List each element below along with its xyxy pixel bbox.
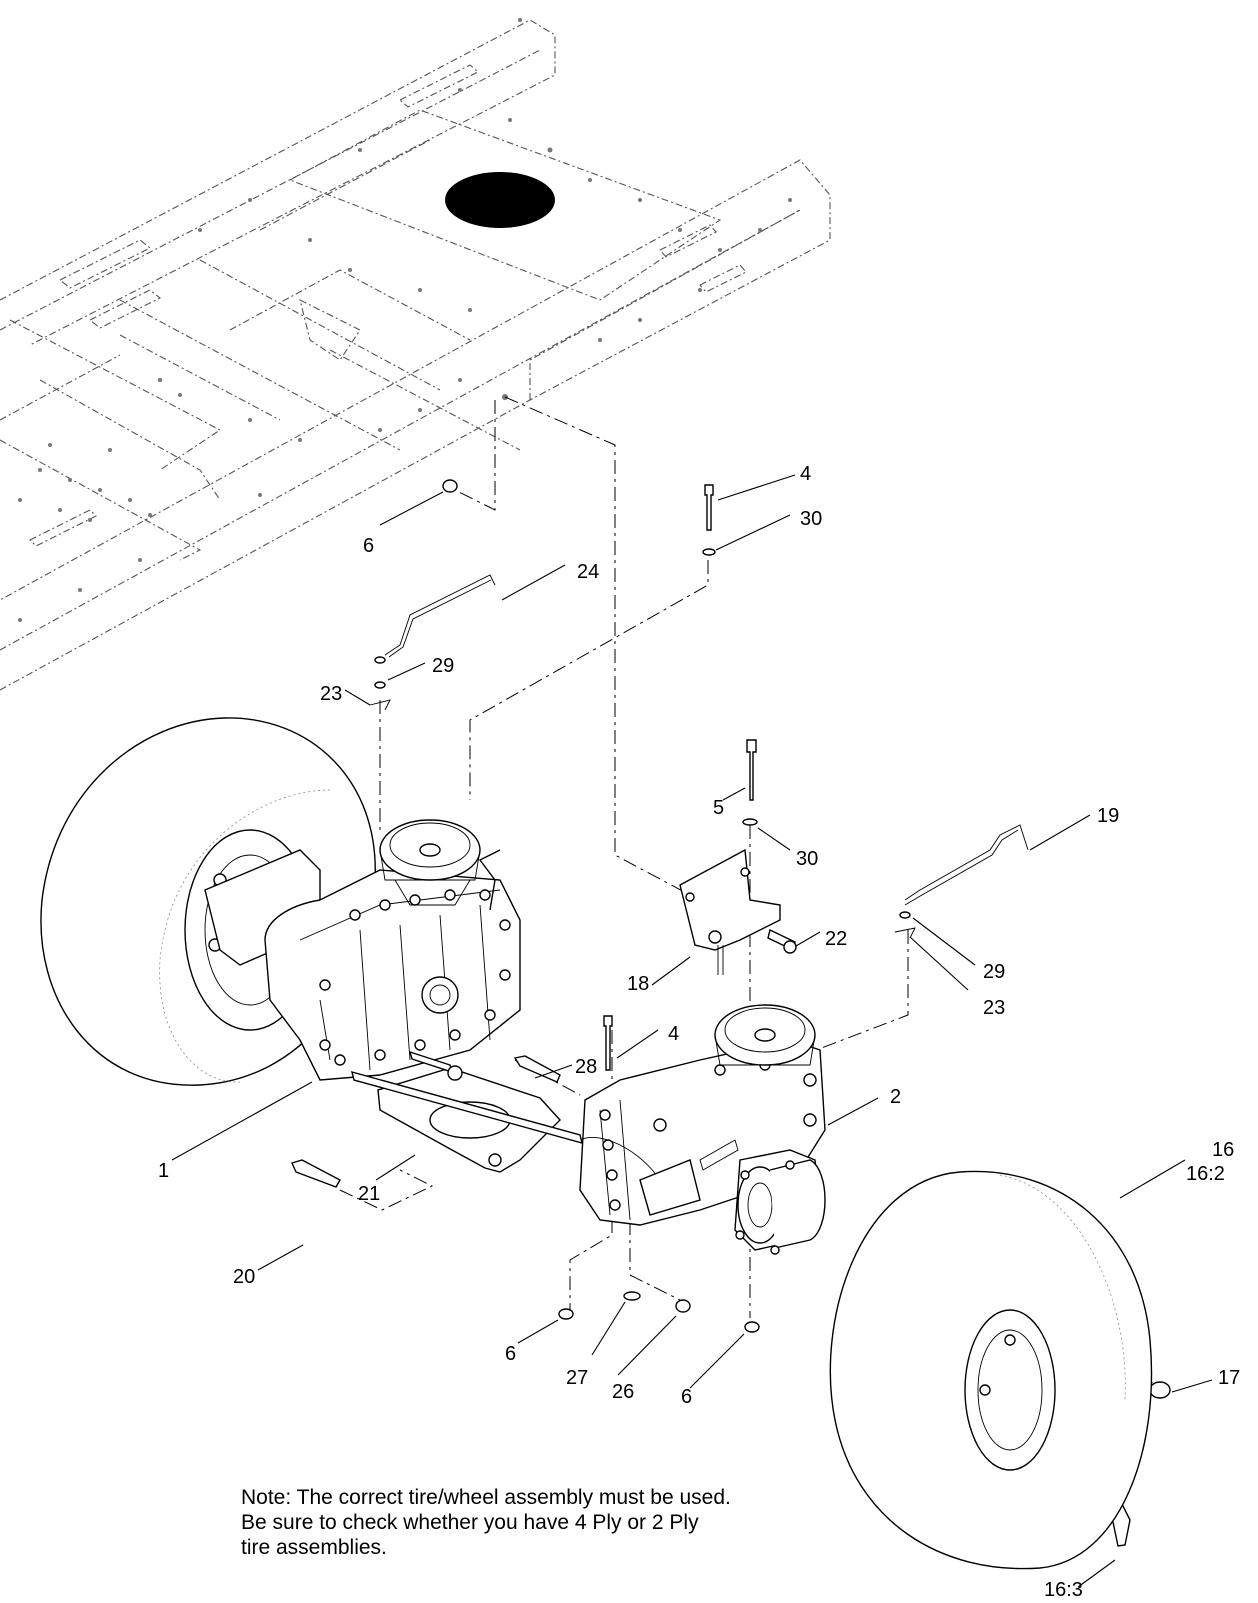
- note-line-3: tire assemblies.: [241, 1536, 387, 1559]
- callout-1: 1: [158, 1160, 169, 1182]
- callout-24: 24: [577, 561, 599, 583]
- callout-6-top: 6: [363, 535, 374, 557]
- callout-4-top: 4: [800, 463, 811, 485]
- callout-17: 17: [1218, 1367, 1240, 1389]
- callout-6-left: 6: [505, 1343, 516, 1365]
- callout-16-3: 16:3: [1044, 1579, 1083, 1601]
- mower-frame-phantom: [0, 18, 831, 691]
- callout-20: 20: [233, 1266, 255, 1288]
- pivot-bracket: [351, 1050, 583, 1173]
- center-mount-bracket: [679, 848, 781, 975]
- callout-30-top: 30: [800, 508, 822, 530]
- callout-16: 16: [1212, 1139, 1234, 1161]
- callout-22: 22: [825, 928, 847, 950]
- callout-21: 21: [358, 1183, 380, 1205]
- callout-5: 5: [713, 797, 724, 819]
- callout-2: 2: [890, 1086, 901, 1108]
- callout-18: 18: [627, 973, 649, 995]
- tire-assembly-note: Note: The correct tire/wheel assembly mu…: [241, 1485, 801, 1560]
- callout-16-2: 16:2: [1186, 1163, 1225, 1185]
- callout-23-right: 23: [983, 997, 1005, 1019]
- leader-lines: [171, 474, 1213, 1588]
- callout-29-right: 29: [983, 961, 1005, 983]
- callout-4-mid: 4: [668, 1023, 679, 1045]
- callout-19: 19: [1097, 805, 1119, 827]
- note-line-2: Be sure to check whether you have 4 Ply …: [241, 1511, 699, 1534]
- callout-28: 28: [575, 1056, 597, 1078]
- note-line-1: Note: The correct tire/wheel assembly mu…: [241, 1486, 731, 1509]
- callout-23-left: 23: [320, 683, 342, 705]
- callout-26: 26: [612, 1381, 634, 1403]
- callout-27: 27: [566, 1367, 588, 1389]
- callout-6-right: 6: [681, 1386, 692, 1408]
- callout-30-mid: 30: [796, 848, 818, 870]
- callout-29-left: 29: [432, 655, 454, 677]
- right-transmission: [579, 1004, 826, 1255]
- right-tire-assembly: [829, 1170, 1153, 1570]
- callout-labels: 4 30 6 24 29 23 5 19 30 22 18 29 23 4 28…: [158, 463, 1240, 1601]
- left-transmission: [204, 819, 521, 1081]
